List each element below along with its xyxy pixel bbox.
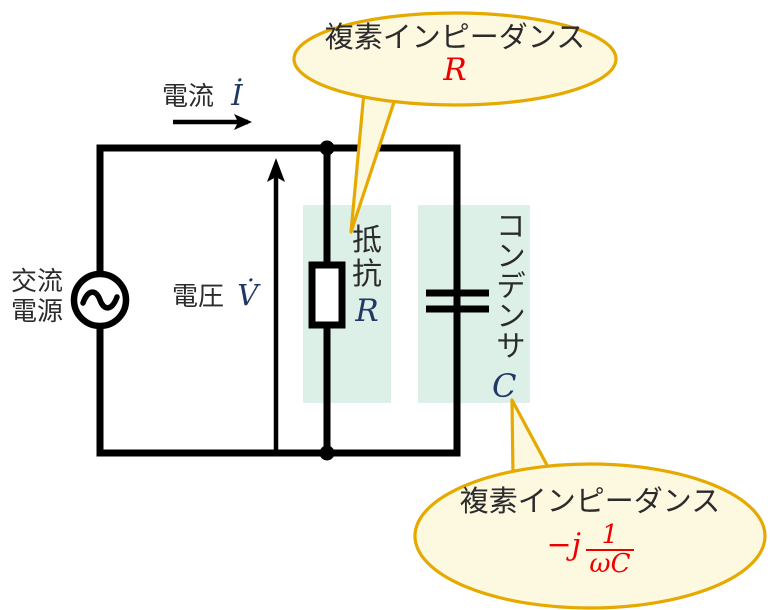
resistor-symbol: R xyxy=(355,292,379,329)
callout-bottom-value-prefix: −j xyxy=(546,527,581,563)
junction-dot-top xyxy=(319,140,335,156)
capacitor-symbol: C xyxy=(492,367,517,405)
voltage-symbol: V̇ xyxy=(237,278,259,312)
resistor-label-line2: 抗 xyxy=(352,256,382,292)
junction-dot-bottom xyxy=(319,445,335,461)
callout-top-bubble xyxy=(292,11,618,107)
capacitor-label: コンデンサ xyxy=(490,210,525,360)
current-label: 電流 İ xyxy=(162,76,243,113)
callout-top-value: R xyxy=(443,51,467,88)
ac-source-label-line2: 電源 xyxy=(10,296,63,327)
voltage-label: 電圧 V̇ xyxy=(172,276,258,313)
resistor-label-line1: 抵 xyxy=(352,223,382,258)
callout-top-content: 複素インピーダンス R xyxy=(294,20,616,88)
resistor-icon xyxy=(308,261,346,329)
fraction-numerator: 1 xyxy=(586,521,634,552)
current-arrow-icon xyxy=(173,114,252,130)
current-symbol: İ xyxy=(231,78,243,112)
callout-bottom-fraction: 1 ωC xyxy=(586,521,634,580)
callout-bottom-content: 複素インピーダンス −j 1 ωC xyxy=(415,484,765,580)
callout-bottom-title: 複素インピーダンス xyxy=(459,484,721,518)
voltage-arrow-icon xyxy=(267,158,285,453)
ac-source-sine-icon xyxy=(80,289,120,311)
ac-source-label-line1: 交流 xyxy=(10,267,63,297)
callout-top-title: 複素インピーダンス xyxy=(324,20,586,54)
resistor-label: 抵 抗 R xyxy=(350,224,384,329)
capacitor-highlight-band xyxy=(418,205,530,403)
callout-bottom-formula: −j 1 ωC xyxy=(415,521,765,580)
fraction-denominator: ωC xyxy=(589,549,631,580)
voltage-label-text: 電圧 xyxy=(172,282,225,312)
callout-bottom-bubble xyxy=(413,462,767,610)
ac-source-label: 交流 電源 xyxy=(4,267,70,328)
current-label-text: 電流 xyxy=(162,82,215,112)
